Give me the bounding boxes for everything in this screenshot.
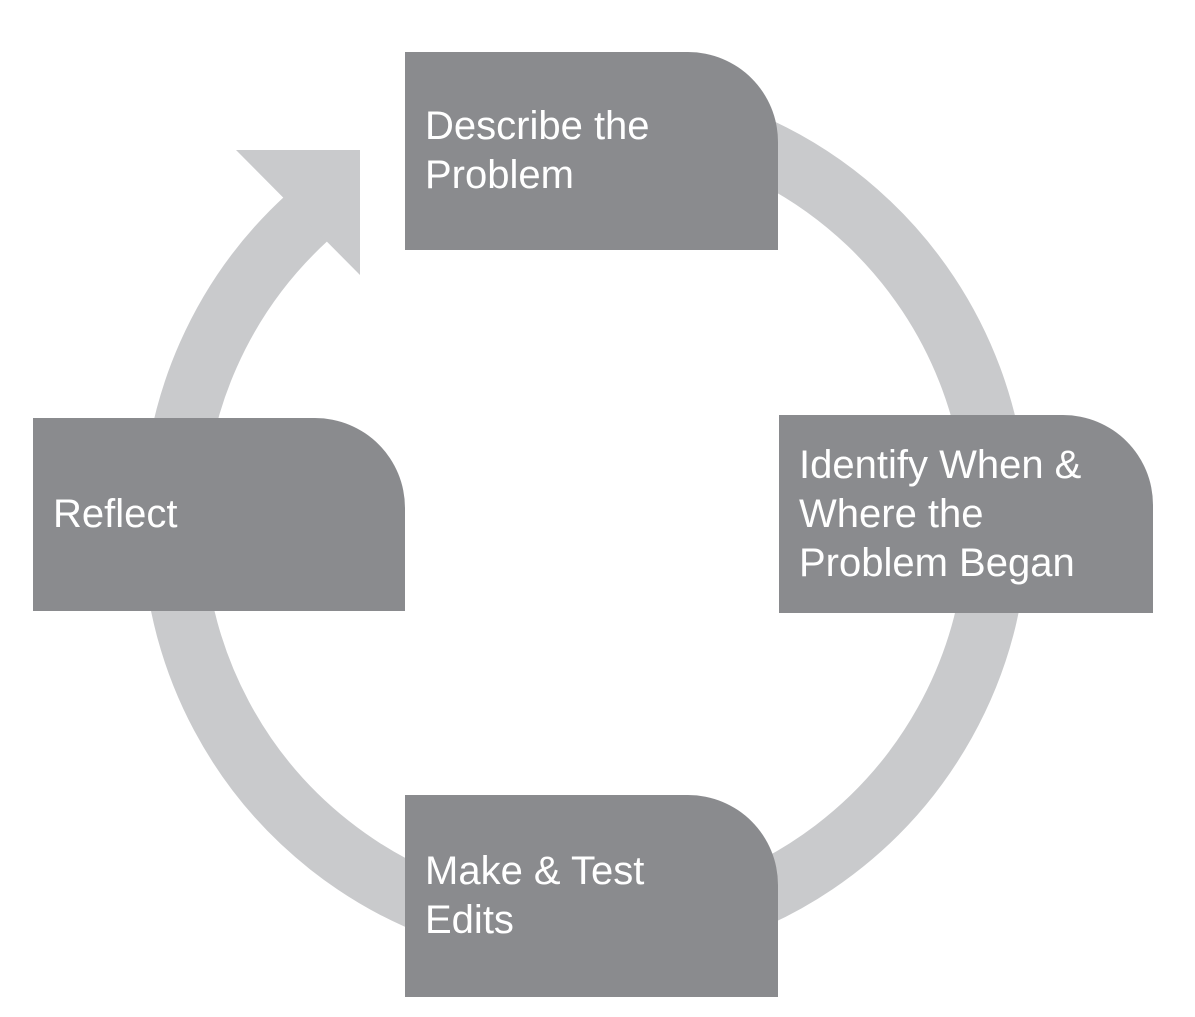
step-label-reflect: Reflect bbox=[53, 492, 178, 536]
step-box-reflect: Reflect bbox=[33, 418, 405, 611]
step-box-describe-problem: Describe the Problem bbox=[405, 52, 778, 250]
step-label-identify-when-where: Identify When & Where the Problem Began bbox=[799, 442, 1082, 585]
cycle-arrowhead-icon bbox=[236, 150, 360, 275]
step-label-make-test-edits: Make & Test Edits bbox=[425, 849, 645, 942]
step-box-identify-when-where: Identify When & Where the Problem Began bbox=[779, 415, 1153, 613]
step-label-describe-problem: Describe the Problem bbox=[425, 104, 650, 197]
step-box-make-test-edits: Make & Test Edits bbox=[405, 795, 778, 997]
